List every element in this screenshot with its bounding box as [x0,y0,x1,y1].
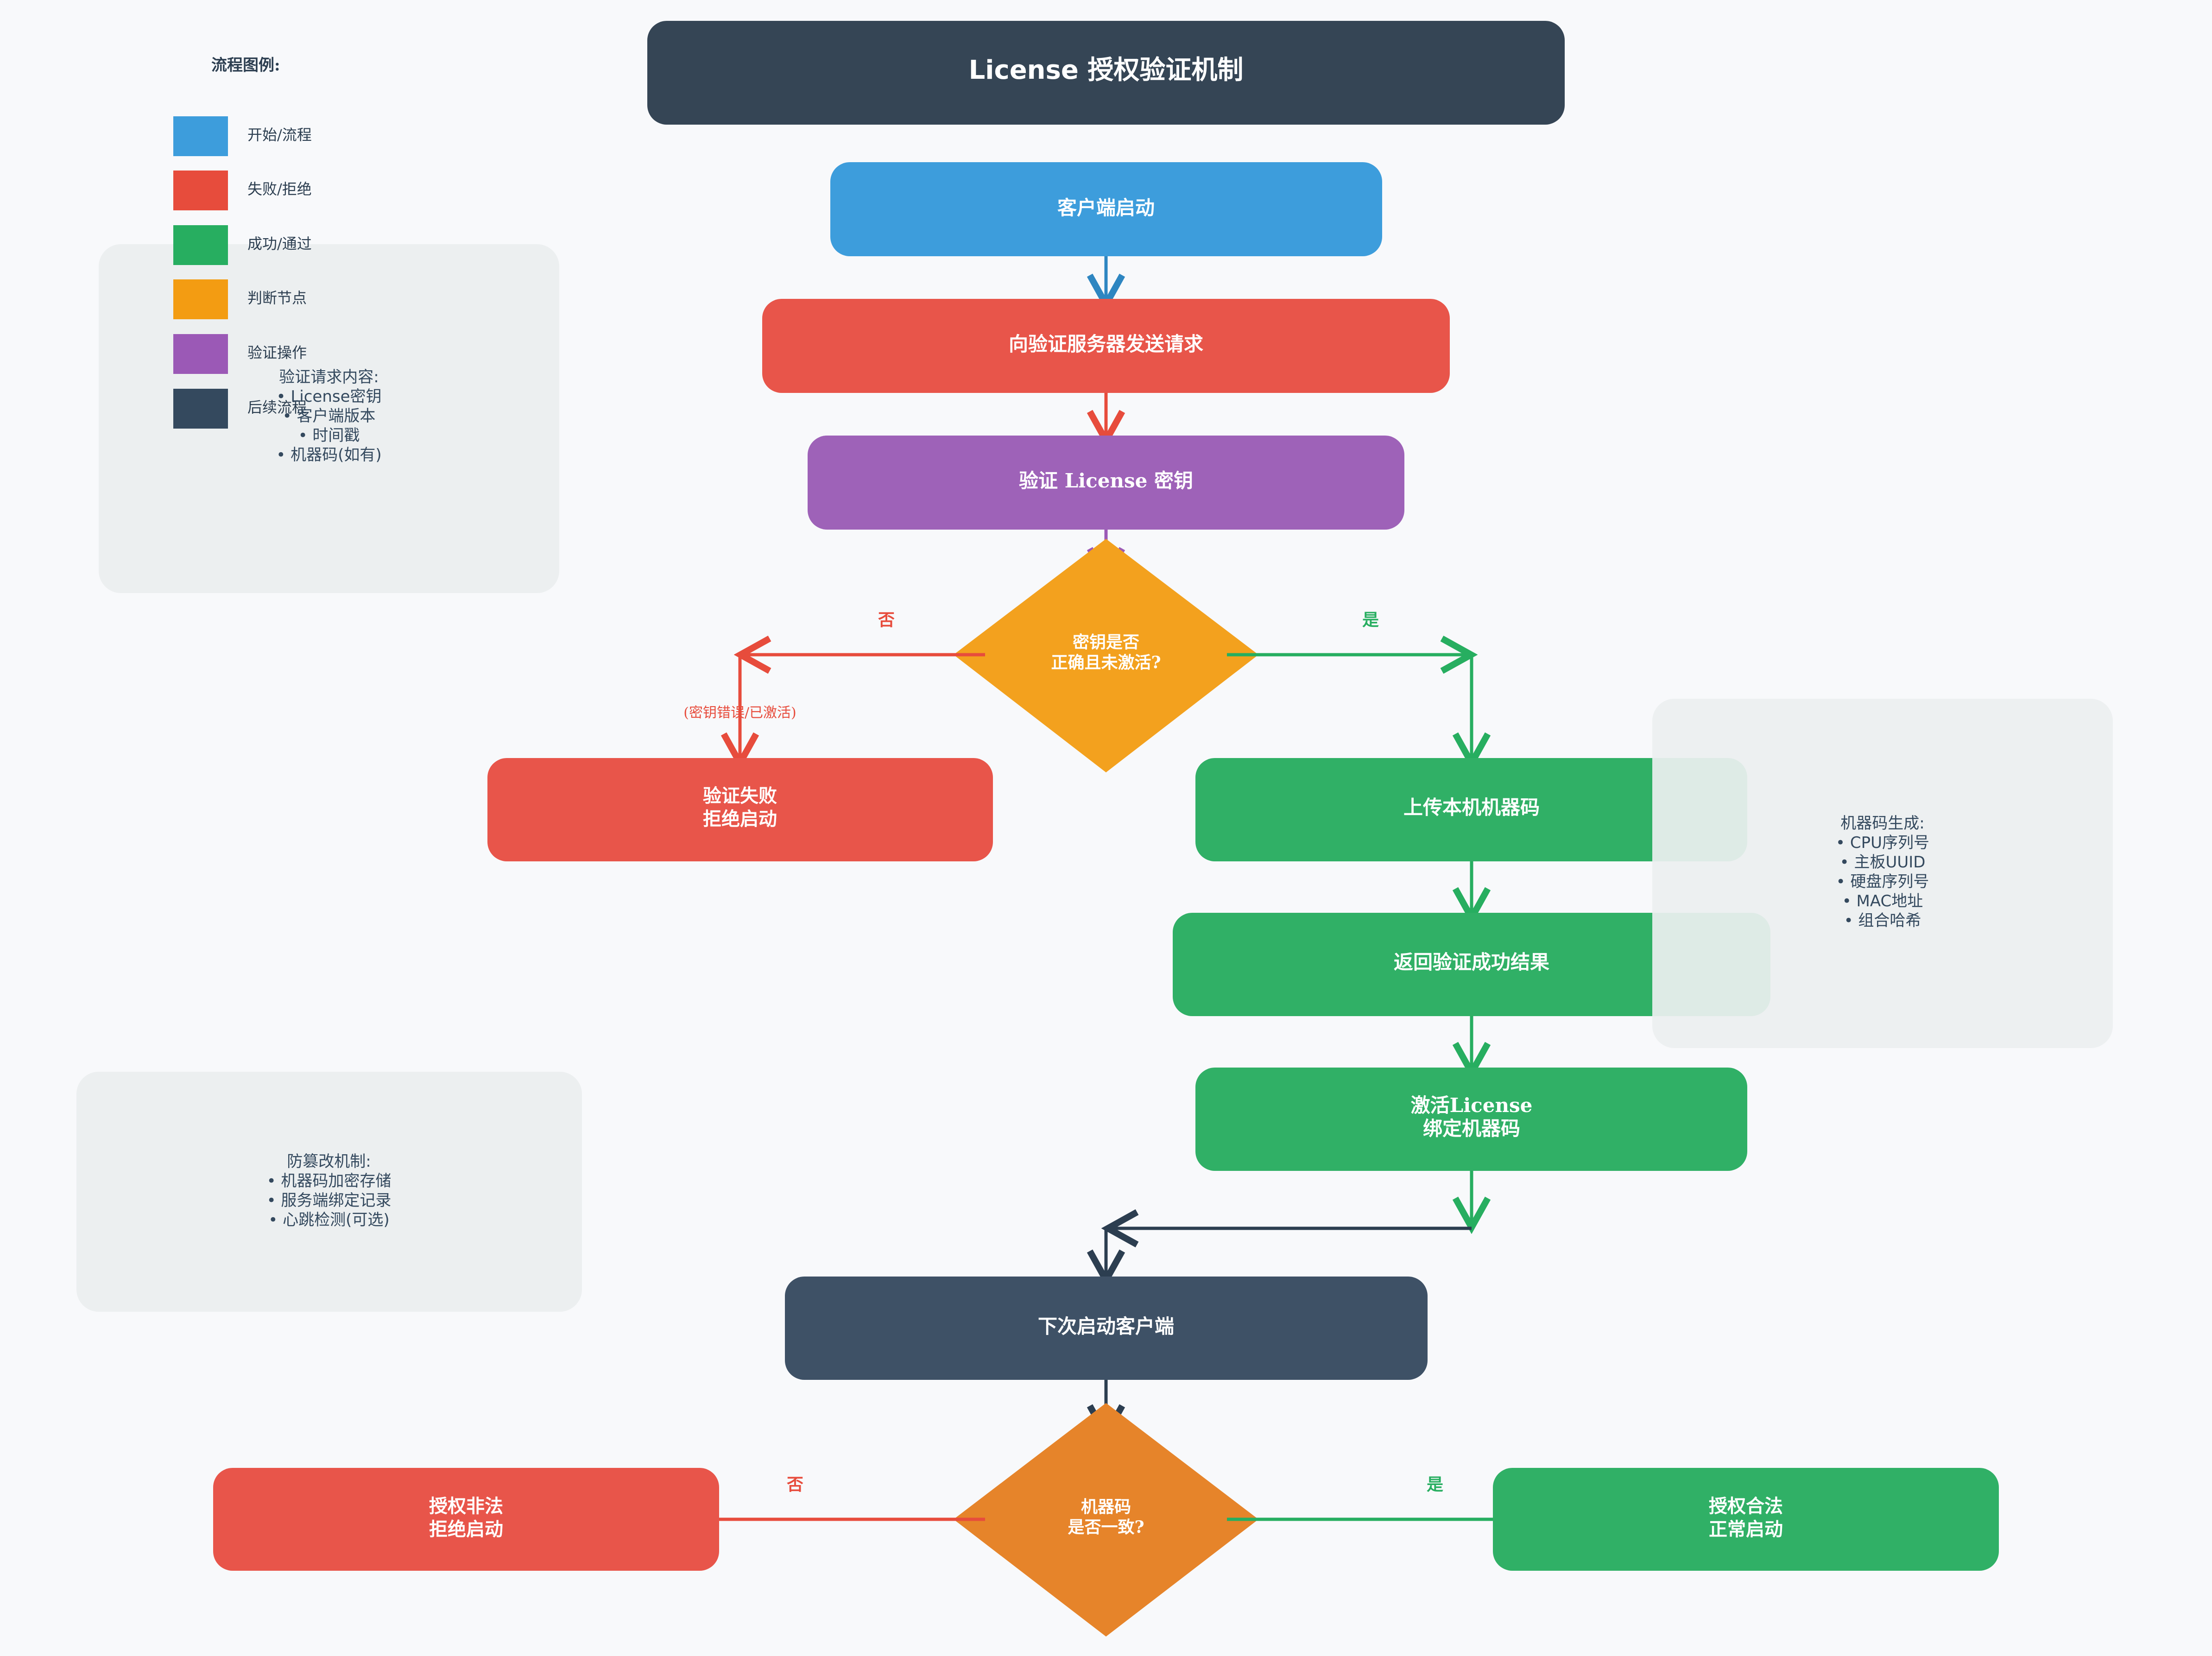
title-box [647,21,1565,125]
note-box-request-content [99,244,559,593]
node-fail-verify-line-1: 验证失败 [703,785,777,807]
legend-label-fail: 失败/拒绝 [247,180,312,198]
note-request-line-1: 验证请求内容: [279,368,379,386]
node-activate-license [1195,1068,1747,1171]
node-auth-legal [1493,1468,1999,1571]
node-verify-key-label: 验证 License 密钥 [1019,469,1193,492]
edge-label-d1-no-reason: (密钥错误/已激活) [683,705,796,721]
edge-label-d1-no: 否 [878,610,895,630]
note-anti-tamper: 防篡改机制: • 机器码加密存储 • 服务端绑定记录 • 心跳检测(可选) [267,1152,392,1229]
note-mc-line-4: • 硬盘序列号 [1836,872,1929,891]
decision-machine-code-line-1: 机器码 [1081,1497,1131,1517]
note-request-line-2: • License密钥 [276,387,381,406]
node-next-start [785,1277,1428,1380]
node-auth-illegal-line-1: 授权非法 [429,1495,503,1517]
note-mc-line-5: • MAC地址 [1842,892,1923,910]
note-box-anti-tamper [76,1072,582,1312]
node-client-start [830,162,1382,256]
node-auth-illegal-line-2: 拒绝启动 [429,1518,503,1540]
node-send-request [762,299,1450,393]
node-verify-key [808,436,1404,530]
decision-key-valid-line-2: 正确且未激活? [1051,653,1161,672]
note-request-content: 验证请求内容: • License密钥 • 客户端版本 • 时间戳 • 机器码(… [276,368,381,464]
node-auth-legal-line-1: 授权合法 [1709,1495,1783,1517]
note-request-line-3: • 客户端版本 [283,407,376,425]
note-request-line-4: • 时间戳 [298,426,360,445]
note-tamper-line-3: • 服务端绑定记录 [267,1191,392,1210]
legend-label-start: 开始/流程 [247,126,312,144]
edge-label-d2-no: 否 [787,1475,803,1494]
decision-key-valid [954,539,1258,772]
node-activate-license-line-1: 激活License [1411,1094,1533,1117]
node-fail-verify-line-2: 拒绝启动 [703,808,777,830]
legend-swatch-verify [173,334,228,374]
note-tamper-line-2: • 机器码加密存储 [267,1172,392,1190]
edge-label-d2-yes: 是 [1427,1475,1443,1494]
note-tamper-line-4: • 心跳检测(可选) [268,1211,389,1229]
note-mc-line-6: • 组合哈希 [1844,911,1921,930]
node-return-success-label: 返回验证成功结果 [1394,951,1549,973]
note-mc-line-1: 机器码生成: [1840,814,1924,833]
decision-machine-code-match [954,1403,1258,1637]
legend-swatch-followup [173,389,228,429]
node-upload-machine-code [1195,758,1747,861]
arrow-decision1-yes [1227,653,1472,760]
legend-label-verify: 验证操作 [247,344,307,361]
node-return-success [1173,913,1770,1016]
note-mc-line-3: • 主板UUID [1840,853,1926,872]
legend: 开始/流程 失败/拒绝 成功/通过 判断节点 验证操作 后续流程 [173,116,312,429]
decision-machine-code-line-2: 是否一致? [1068,1517,1144,1537]
legend-heading: 流程图例: [211,56,280,75]
legend-swatch-success [173,225,228,265]
note-request-line-5: • 机器码(如有) [276,446,381,464]
legend-label-decision: 判断节点 [247,289,307,307]
note-mc-line-2: • CPU序列号 [1836,834,1929,852]
note-box-machine-code [1652,699,2113,1048]
node-auth-illegal [213,1468,719,1571]
note-machine-code: 机器码生成: • CPU序列号 • 主板UUID • 硬盘序列号 • MAC地址… [1836,814,1929,930]
node-client-start-label: 客户端启动 [1057,196,1155,219]
edge-label-d1-yes: 是 [1362,610,1379,630]
node-send-request-label: 向验证服务器发送请求 [1009,333,1203,355]
node-fail-verify [487,758,993,861]
note-tamper-line-1: 防篡改机制: [287,1152,371,1171]
node-activate-license-line-2: 绑定机器码 [1423,1117,1520,1140]
node-upload-machine-code-label: 上传本机机器码 [1403,796,1540,819]
legend-label-success: 成功/通过 [247,235,312,253]
legend-swatch-fail [173,171,228,210]
legend-swatch-start [173,116,228,156]
decision-key-valid-line-1: 密钥是否 [1073,632,1139,652]
legend-swatch-decision [173,279,228,319]
legend-label-followup: 后续流程 [247,398,307,416]
diagram-title: License 授权验证机制 [969,55,1244,85]
node-auth-legal-line-2: 正常启动 [1709,1518,1783,1540]
node-next-start-label: 下次启动客户端 [1038,1315,1174,1338]
